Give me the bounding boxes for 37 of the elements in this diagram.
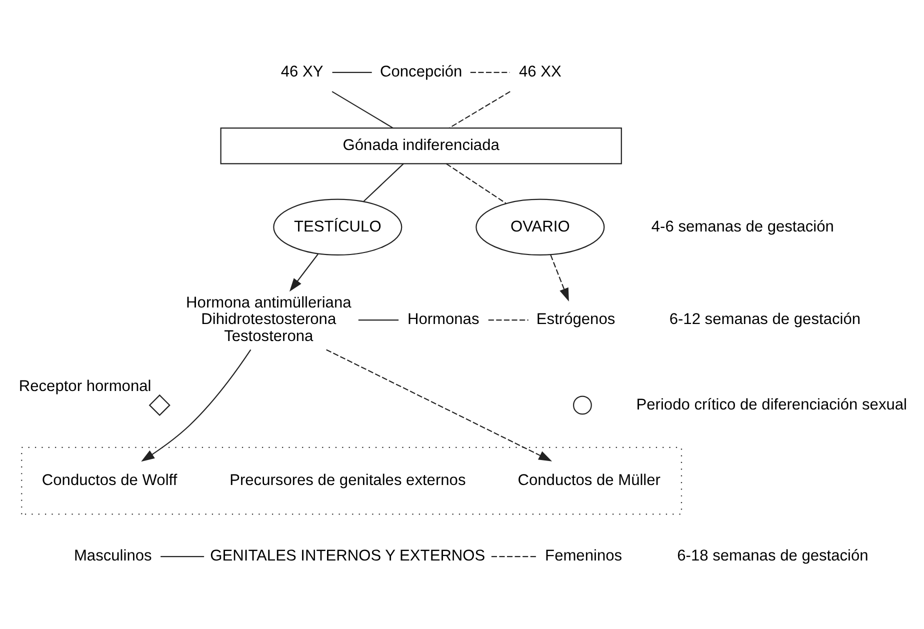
node-ellipse: TESTÍCULO <box>273 198 402 256</box>
connector <box>448 91 510 129</box>
node-box: Gónada indiferenciada <box>220 128 622 164</box>
node-text: GENITALES INTERNOS Y EXTERNOS <box>210 548 486 565</box>
label: Periodo crítico de diferenciación sexual <box>636 396 907 414</box>
arrow <box>326 349 552 462</box>
label: 4-6 semanas de gestación <box>651 218 834 236</box>
arrow <box>289 254 319 292</box>
connector <box>332 72 372 74</box>
node-text: Concepción <box>380 64 462 81</box>
connector <box>491 556 537 558</box>
connector <box>446 163 506 204</box>
connector <box>363 163 404 202</box>
node-diamond <box>148 394 170 416</box>
node-text: Masculinos <box>74 548 152 565</box>
node-text: Precursores de genitales externos <box>230 472 466 489</box>
node-text: Conductos de Müller <box>518 472 660 489</box>
connector <box>160 556 204 558</box>
node-text: Hormonas <box>407 311 480 328</box>
label: 6-12 semanas de gestación <box>669 311 861 328</box>
node-circle <box>573 396 592 415</box>
node-text: Femeninos <box>545 548 622 565</box>
node-text: 46 XY <box>280 64 324 81</box>
node-text: Estrógenos <box>536 311 616 328</box>
connector <box>358 320 399 321</box>
arrow <box>141 349 252 462</box>
node-text: Hormona antimülleriana Dihidrotestosterona Testosterona <box>186 294 352 345</box>
arrow <box>550 254 569 302</box>
label: 6-18 semanas de gestación <box>677 548 868 565</box>
node-label: Receptor hormonal <box>18 378 152 395</box>
cluster <box>21 446 682 515</box>
node-ellipse: OVARIO <box>476 198 605 256</box>
node-text: 46 XX <box>518 64 562 81</box>
connector <box>470 72 510 74</box>
connector <box>488 320 528 321</box>
connector <box>332 91 394 129</box>
node-text: Conductos de Wolff <box>42 472 178 489</box>
